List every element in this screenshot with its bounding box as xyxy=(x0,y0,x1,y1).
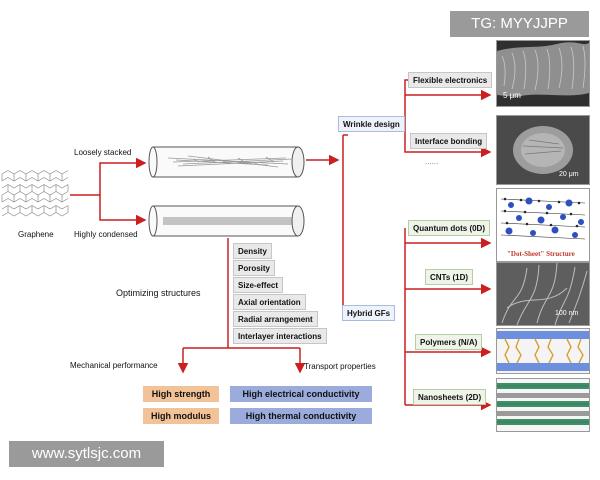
highly-condensed-label: Highly condensed xyxy=(74,230,138,239)
factor-axial-orientation: Axial orientation xyxy=(233,294,306,310)
high-strength-result: High strength xyxy=(143,386,219,402)
wrinkle-design-box: Wrinkle design xyxy=(338,116,405,132)
graphene-to-fibers-arrow xyxy=(70,157,147,196)
condensed-fiber-image xyxy=(148,205,305,237)
mechanical-performance-label: Mechanical performance xyxy=(70,361,158,370)
flexible-electronics-box: Flexible electronics xyxy=(408,72,493,88)
cnts-box: CNTs (1D) xyxy=(425,269,474,285)
polymer-structure-image xyxy=(496,328,590,374)
graphene-label: Graphene xyxy=(18,230,54,239)
transport-properties-label: Transport properties xyxy=(304,362,376,371)
factor-size-effect: Size-effect xyxy=(233,277,284,293)
cnt-sem-image: 100 nm xyxy=(496,262,590,326)
factor-porosity: Porosity xyxy=(233,260,276,276)
wrinkled-fiber-sem-image: 5 μm xyxy=(496,40,590,107)
high-electrical-conductivity-result: High electrical conductivity xyxy=(230,386,372,402)
high-modulus-result: High modulus xyxy=(143,408,219,424)
nanosheet-stack-image xyxy=(496,378,590,432)
dot-sheet-structure-image: "Dot-Sheet" Structure xyxy=(496,188,590,262)
fiber-cross-section-image: 20 μm xyxy=(496,115,590,185)
loosely-stacked-label: Loosely stacked xyxy=(74,148,132,157)
watermark-bottom: www.sytlsjc.com xyxy=(9,441,164,467)
optimizing-structures-label: Optimizing structures xyxy=(116,288,201,298)
wrinkle-ellipsis: ...... xyxy=(425,157,439,166)
nanosheets-box: Nanosheets (2D) xyxy=(413,389,487,405)
hybrid-gfs-box: Hybrid GFs xyxy=(342,305,396,321)
factor-density: Density xyxy=(233,243,272,259)
scale-bar-100nm: 100 nm xyxy=(555,310,579,317)
scale-bar-5um: 5 μm xyxy=(503,91,521,100)
scale-bar-20um: 20 μm xyxy=(559,171,579,178)
factor-interlayer-interactions: Interlayer interactions xyxy=(233,328,327,344)
quantum-dots-box: Quantum dots (0D) xyxy=(408,220,490,236)
loose-fiber-image xyxy=(148,146,305,178)
dot-sheet-caption: "Dot-Sheet" Structure xyxy=(507,250,575,258)
interface-bonding-box: Interface bonding xyxy=(410,133,488,149)
factor-radial-arrangement: Radial arrangement xyxy=(233,311,318,327)
graphene-lattice-image xyxy=(1,170,69,217)
high-thermal-conductivity-result: High thermal conductivity xyxy=(230,408,372,424)
polymers-box: Polymers (N/A) xyxy=(415,334,483,350)
watermark-top: TG: MYYJJPP xyxy=(450,11,589,37)
